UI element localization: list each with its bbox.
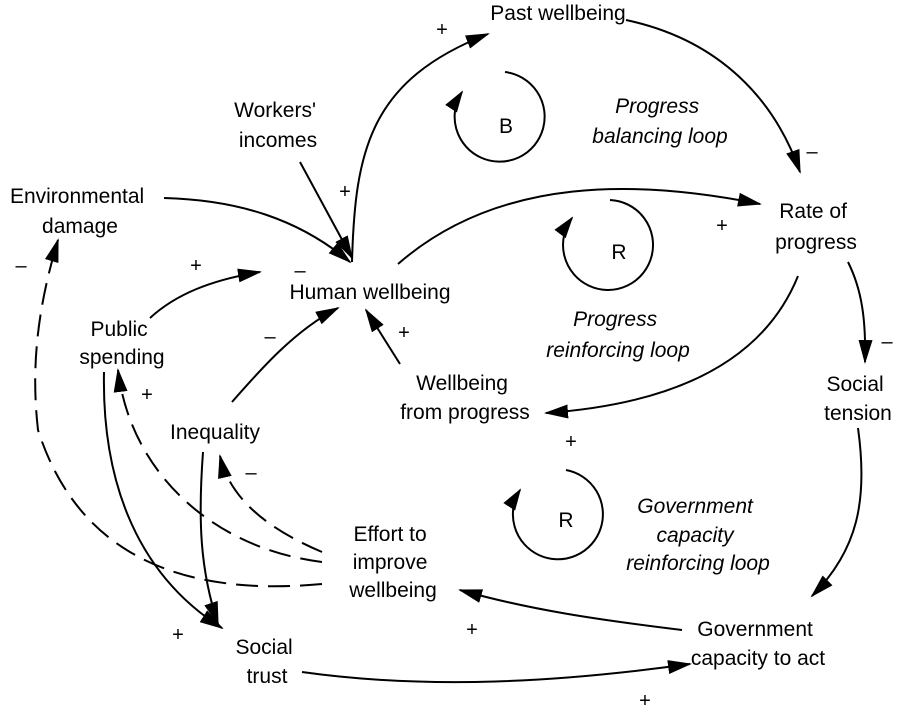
loop-arrow-r-progress xyxy=(554,199,654,291)
node-line: incomes xyxy=(239,129,317,152)
node-line: tension xyxy=(824,402,892,425)
edge-public-to-trust xyxy=(102,371,224,630)
sign-past-to-rate: – xyxy=(806,141,818,163)
edge-wbprog-to-human xyxy=(364,308,401,365)
edge-rate-to-tension xyxy=(847,261,873,364)
node-inequality: Inequality xyxy=(170,421,260,444)
sign-gov-to-effort: + xyxy=(466,619,478,641)
edge-effort-to-env xyxy=(34,238,323,588)
edge-past-wellbeing-to-rate xyxy=(625,19,801,174)
node-public-spending: Public spending xyxy=(79,318,164,369)
sign-rate-to-wbprog: + xyxy=(565,431,577,453)
loop-arrow-r-government xyxy=(503,469,604,561)
sign-public-to-trust: + xyxy=(172,624,184,646)
loop-label-line: Progress xyxy=(615,95,700,118)
node-government-capacity: Government capacity to act xyxy=(691,618,825,670)
loop-label-progress-reinforcing: Progress reinforcing loop xyxy=(546,308,690,362)
node-line: Rate of xyxy=(779,200,847,223)
loop-label-line: Progress xyxy=(573,308,658,331)
sign-workers-to-human: + xyxy=(339,181,351,203)
edge-inequality-to-trust xyxy=(199,451,219,626)
edge-gov-to-effort xyxy=(458,589,683,631)
edge-trust-to-gov xyxy=(301,660,692,684)
loop-label-line: Government xyxy=(637,495,754,518)
node-line: from progress xyxy=(400,401,530,424)
loop-progress-balancing: B xyxy=(445,71,546,163)
edge-human-to-past-wellbeing xyxy=(351,33,490,263)
node-environmental-damage: Environmental damage xyxy=(10,185,150,238)
sign-rate-to-tension: – xyxy=(881,331,893,353)
edge-rate-to-wbprog xyxy=(544,275,799,419)
sign-effort-to-public: + xyxy=(141,384,153,406)
node-line: damage xyxy=(42,215,118,238)
loop-label-line: reinforcing loop xyxy=(546,339,690,362)
loop-arrow-b xyxy=(445,71,546,163)
sign-human-to-rate: + xyxy=(716,215,728,237)
node-social-tension: Social tension xyxy=(824,373,892,425)
edge-public-to-human xyxy=(149,268,262,319)
node-line: Government xyxy=(697,618,813,641)
loop-label-government-capacity: Government capacity reinforcing loop xyxy=(626,495,770,575)
node-line: Environmental xyxy=(10,185,144,208)
loop-label-line: reinforcing loop xyxy=(626,552,770,575)
sign-effort-to-env: – xyxy=(15,255,27,277)
node-workers-incomes: Workers' incomes xyxy=(234,99,322,152)
sign-public-to-human: + xyxy=(190,255,202,277)
node-line: Social xyxy=(826,373,883,396)
edge-tension-to-gov xyxy=(810,427,863,598)
edge-workers-to-human xyxy=(299,161,353,260)
node-past-wellbeing: Past wellbeing xyxy=(490,2,625,25)
sign-wbprog-to-human: + xyxy=(398,322,410,344)
loop-label-progress-balancing: Progress balancing loop xyxy=(592,95,727,148)
loop-letter-b: B xyxy=(499,115,513,138)
edge-effort-to-public xyxy=(113,368,323,563)
node-line: Workers' xyxy=(234,99,316,122)
node-line: capacity to act xyxy=(691,647,825,670)
node-line: Effort to xyxy=(354,523,427,546)
loop-letter-r-government: R xyxy=(558,509,573,532)
node-line: progress xyxy=(775,231,857,254)
sign-inequality-to-human: – xyxy=(264,326,276,348)
loop-letter-r-progress: R xyxy=(611,241,626,264)
sign-env-to-human: – xyxy=(294,260,306,282)
loop-label-line: capacity xyxy=(657,524,736,547)
loop-progress-reinforcing: R xyxy=(554,199,654,291)
sign-effort-to-inequality: – xyxy=(245,462,257,484)
loop-label-line: balancing loop xyxy=(592,125,727,148)
node-line: trust xyxy=(247,665,288,688)
node-human-wellbeing: Human wellbeing xyxy=(289,281,450,304)
loop-government-capacity: R xyxy=(503,469,604,561)
node-line: improve xyxy=(353,551,428,574)
node-line: wellbeing xyxy=(348,579,437,602)
edge-inequality-to-human xyxy=(231,307,340,403)
edge-effort-to-inequality xyxy=(218,454,323,553)
sign-human-to-past: + xyxy=(436,19,448,41)
node-line: spending xyxy=(79,346,164,369)
sign-trust-to-gov: + xyxy=(639,690,651,712)
node-social-trust: Social trust xyxy=(235,636,298,688)
node-line: Wellbeing xyxy=(416,372,508,395)
node-line: Social xyxy=(235,636,292,659)
edge-human-to-rate xyxy=(397,187,762,265)
edge-env-to-human xyxy=(163,197,352,264)
node-line: Public xyxy=(90,318,147,341)
node-rate-of-progress: Rate of progress xyxy=(775,200,857,254)
node-effort-to-improve-wellbeing: Effort to improve wellbeing xyxy=(348,523,437,602)
node-wellbeing-from-progress: Wellbeing from progress xyxy=(400,372,530,424)
